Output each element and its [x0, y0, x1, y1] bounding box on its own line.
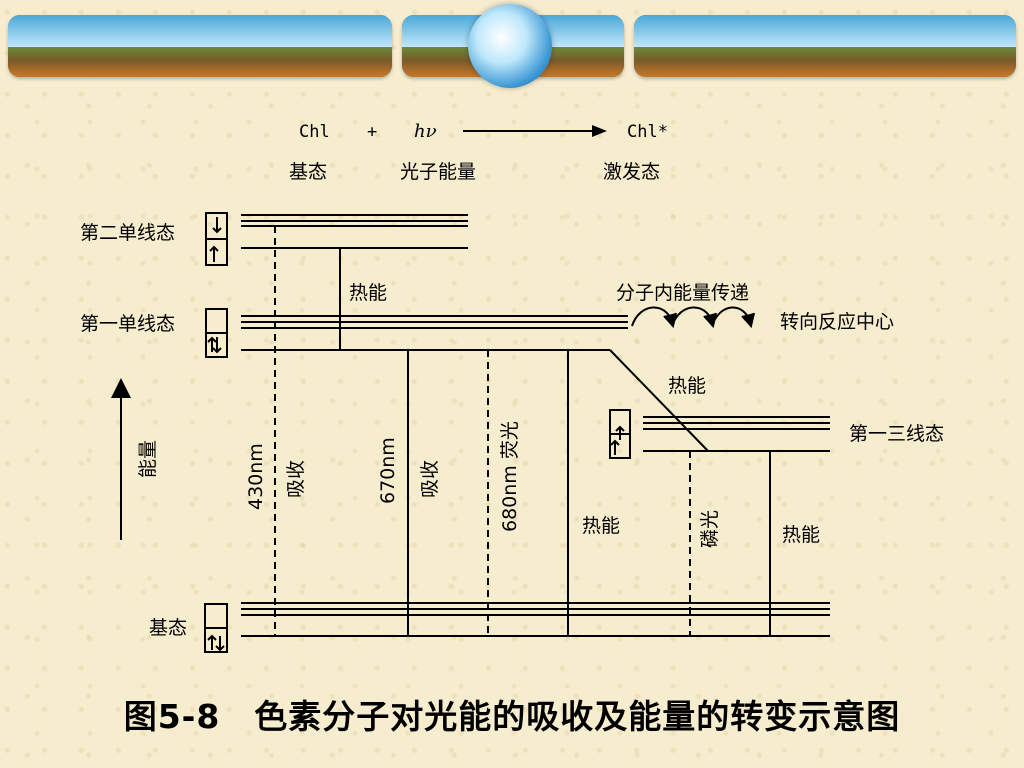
- spin-box-first-triplet-icon: [609, 409, 631, 459]
- header-banner-right: [634, 15, 1016, 77]
- label-670nm-absorb: 吸收: [419, 460, 441, 498]
- equation-product-label: 激发态: [603, 161, 660, 183]
- state-label-second-singlet: 第二单线态: [80, 222, 175, 244]
- equation-reactant: Chl: [299, 122, 330, 142]
- label-430nm: 430nm: [245, 443, 267, 510]
- label-to-reaction-center: 转向反应中心: [780, 311, 894, 333]
- energy-axis-label: 能量: [137, 440, 159, 478]
- spin-box-first-singlet-icon: [205, 308, 228, 358]
- equation-plus: +: [367, 122, 377, 142]
- state-label-first-triplet: 第一三线态: [849, 423, 944, 445]
- label-heat-isc: 热能: [668, 375, 706, 397]
- label-680nm-fluorescence: 680nm 荧光: [499, 421, 521, 532]
- transition-intersystem-crossing: [609, 349, 709, 452]
- level-first-triplet: [643, 416, 830, 452]
- level-second-singlet: [241, 214, 468, 249]
- level-ground: [241, 602, 830, 637]
- equation-photon: hν: [414, 121, 437, 142]
- label-heat-triplet: 热能: [782, 524, 820, 546]
- level-first-singlet: [241, 315, 628, 351]
- label-670nm: 670nm: [377, 437, 399, 504]
- label-energy-transfer: 分子内能量传递: [616, 282, 749, 304]
- spin-box-second-singlet-icon: [205, 212, 228, 266]
- equation-reactant-label: 基态: [289, 161, 327, 183]
- energy-transfer-arrows-icon: [631, 306, 755, 329]
- label-heat-upper: 热能: [349, 282, 387, 304]
- header-banner-left: [8, 15, 392, 77]
- globe-logo-icon: [468, 4, 552, 88]
- state-label-ground: 基态: [149, 617, 187, 639]
- state-label-first-singlet: 第一单线态: [80, 313, 175, 335]
- label-phosphorescence: 磷光: [699, 510, 721, 548]
- equation-product: Chl*: [627, 122, 668, 142]
- spin-box-ground-icon: [204, 603, 228, 653]
- figure-caption: 图5-8 色素分子对光能的吸收及能量的转变示意图: [123, 697, 901, 736]
- equation-photon-label: 光子能量: [400, 161, 476, 183]
- reaction-arrow-head-icon: [592, 125, 607, 137]
- label-heat-first-singlet: 热能: [582, 515, 620, 537]
- label-430nm-absorb: 吸收: [285, 460, 307, 498]
